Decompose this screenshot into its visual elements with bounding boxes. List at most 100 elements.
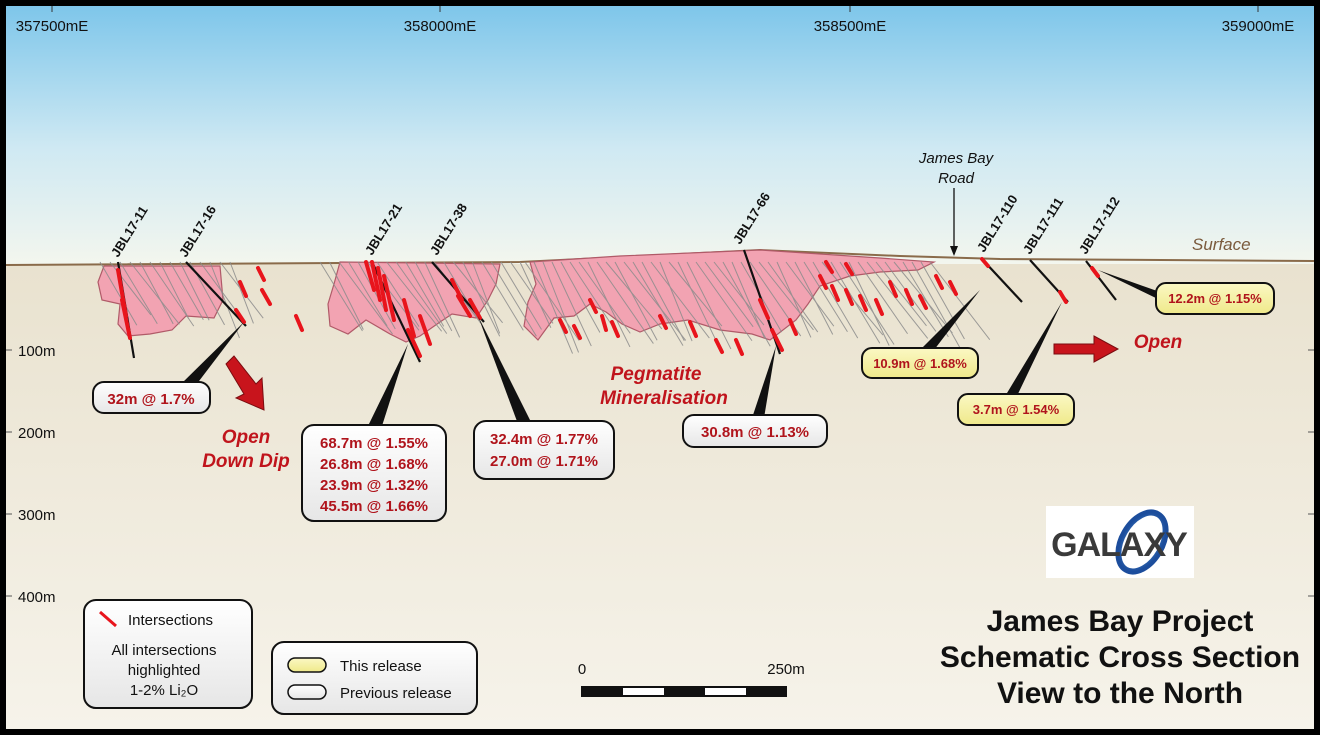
drill-hole-trace <box>551 261 592 347</box>
intersection-segment <box>382 274 396 322</box>
drill-hole-trace <box>199 261 238 313</box>
intersection-segment <box>948 280 958 296</box>
drill-hole-trace <box>803 261 848 333</box>
drill-hole-trace <box>149 261 195 327</box>
title-line: View to the North <box>997 677 1243 710</box>
intersection-segment <box>610 320 620 338</box>
result-text: 68.7m @ 1.55% <box>320 435 428 452</box>
drill-hole-trace <box>839 261 895 345</box>
intersection-segment <box>256 266 266 282</box>
drill-hole-trace <box>519 261 552 328</box>
result-text: 27.0m @ 1.71% <box>490 453 598 470</box>
scale-end: 250m <box>767 661 805 678</box>
drill-hole-trace <box>510 261 554 324</box>
legend-this-release: This release <box>340 658 422 675</box>
easting-ticks <box>51 6 1259 12</box>
intersection-segment <box>456 294 472 318</box>
drill-hole-trace <box>605 261 663 330</box>
intersection-segment <box>1090 266 1100 278</box>
intersection-segment <box>844 288 854 306</box>
drill-hole-trace <box>169 261 204 320</box>
drill-hole-trace <box>500 261 542 330</box>
intersection-segment <box>788 318 798 336</box>
drill-hole-trace <box>929 261 991 340</box>
drill-hole-trace <box>229 261 254 324</box>
intersection-segment <box>874 298 884 316</box>
drill-hole-trace <box>462 261 501 337</box>
drill-hole-trace <box>866 261 929 339</box>
drill-hole-trace <box>533 261 574 354</box>
callout-jbl17-66: 30.8m @ 1.13% <box>682 414 828 448</box>
intersection-segment <box>558 318 568 334</box>
title-line: James Bay Project <box>987 605 1254 638</box>
drill-hole-trace <box>179 261 210 321</box>
drill-hole-trace <box>776 261 812 338</box>
drill-hole-trace <box>632 261 684 346</box>
intersection-segment <box>888 280 898 298</box>
intersection-segment <box>858 294 868 312</box>
callout-jbl17-38: 32.4m @ 1.77% 27.0m @ 1.71% <box>473 420 615 480</box>
drill-hole-trace <box>830 261 881 344</box>
intersection-segment <box>364 260 376 292</box>
intersection-segment <box>918 294 928 310</box>
result-text: 26.8m @ 1.68% <box>320 456 428 473</box>
legend-release: This release Previous release <box>271 641 478 715</box>
drill-hole-trace <box>405 261 445 327</box>
result-text: 3.7m @ 1.54% <box>973 402 1060 417</box>
drill-hole-trace <box>578 261 631 334</box>
result-text: 12.2m @ 1.15% <box>1168 291 1262 306</box>
drill-hole-trace <box>911 261 961 348</box>
drill-hole-trace <box>704 261 754 328</box>
pegmatite-label: Pegmatite <box>611 364 702 385</box>
callout-jbl17-16: 32m @ 1.7% <box>92 381 211 414</box>
drill-hole-trace <box>129 261 180 325</box>
drill-hole-trace <box>614 261 658 341</box>
callout-leaders <box>180 270 1160 426</box>
road-arrow <box>950 188 958 256</box>
drill-hole-trace <box>414 261 453 332</box>
intersections <box>116 257 1100 358</box>
drill-hole-trace <box>794 261 834 335</box>
intersection-segment <box>588 298 598 314</box>
intersection-segment <box>402 298 416 338</box>
open-label: Open <box>1134 332 1183 353</box>
drill-hole-trace <box>686 261 732 350</box>
drill-hole-trace <box>376 261 420 327</box>
drill-hole-trace <box>357 261 396 330</box>
drill-hole-trace <box>695 261 753 342</box>
drill-hole-trace <box>329 261 364 330</box>
open-arrow <box>1053 335 1120 363</box>
intersection-segment <box>418 314 432 346</box>
open-down-dip-arrow <box>225 355 265 411</box>
drill-hole-trace <box>471 261 501 334</box>
callout-jbl17-21: 68.7m @ 1.55% 26.8m @ 1.68% 23.9m @ 1.32… <box>301 424 447 522</box>
drill-hole-trace <box>395 261 448 334</box>
intersection-segment <box>934 274 944 290</box>
logo-text: GALAXY <box>1051 526 1188 564</box>
sky <box>6 6 1314 264</box>
drill-hole-trace <box>481 261 524 331</box>
depth-label: 400m <box>18 589 56 606</box>
legend-previous-release: Previous release <box>340 685 452 702</box>
intersection-segment <box>572 324 582 340</box>
result-text: 23.9m @ 1.32% <box>320 477 428 494</box>
intersection-segment <box>370 260 382 302</box>
legend-note: highlighted <box>128 662 201 679</box>
drill-hole-trace <box>677 261 720 347</box>
drill-hole-trace <box>348 261 388 327</box>
road-label: Road <box>938 170 975 187</box>
legend-intersections: Intersections All intersections highligh… <box>83 599 253 709</box>
intersection-segment <box>980 257 990 268</box>
scale-bar: 0 250m <box>578 661 805 697</box>
intersection-segment <box>904 288 914 306</box>
intersection-segment <box>238 280 248 298</box>
drill-hole-trace <box>524 261 580 341</box>
legend-note: All intersections <box>111 642 216 659</box>
drill-hole-trace <box>386 261 443 332</box>
result-text: 32.4m @ 1.77% <box>490 431 598 448</box>
intersection-segment <box>1058 290 1068 304</box>
drill-hole-trace <box>542 261 580 353</box>
legend-intersections-label: Intersections <box>128 612 213 629</box>
intersection-segment <box>600 314 608 332</box>
